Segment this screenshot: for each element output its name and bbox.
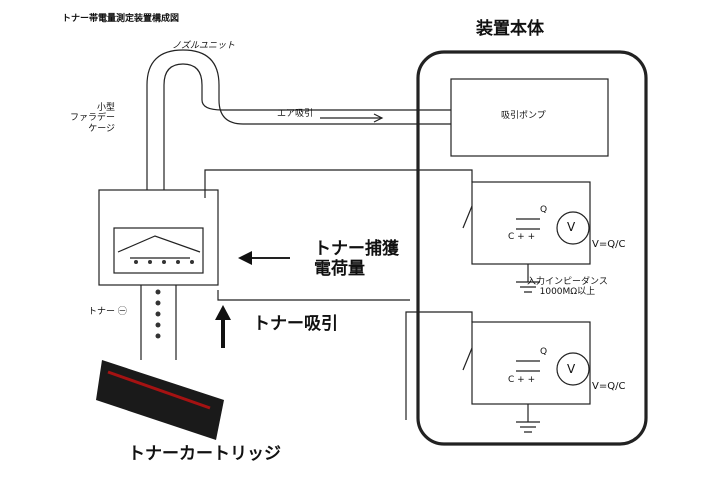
suction-arrowhead — [215, 305, 231, 320]
toner-cartridge — [96, 360, 224, 440]
captured-charge-label: トナー捕獲 電荷量 — [314, 239, 399, 279]
faraday-inner — [113, 227, 204, 274]
charge-q-label-2: Q — [540, 347, 548, 357]
signal-line-ground — [217, 290, 410, 301]
charge-q-label-1: Q — [540, 205, 548, 215]
air-arrowhead — [373, 113, 384, 123]
pump-box — [450, 78, 609, 157]
nozzle-unit-label: ノズルユニット — [172, 41, 236, 51]
air-suction-label: エア吸引 — [277, 109, 314, 119]
voltmeter-symbol-2: V — [567, 362, 576, 376]
device-body-frame — [416, 50, 648, 446]
capacitor-label-1: C + + — [508, 232, 536, 242]
signal-line-2 — [405, 311, 473, 420]
formula-label-2: V=Q/C — [592, 381, 626, 392]
diagram-title: トナー帯電量測定装置構成図 — [62, 14, 180, 24]
switch-2 — [462, 347, 473, 371]
signal-line-1 — [204, 169, 473, 198]
ground-2 — [516, 404, 540, 433]
voltmeter-2-circle — [556, 352, 590, 386]
capture-arrowhead — [238, 251, 252, 265]
toner-particles — [134, 260, 194, 339]
ground-1 — [516, 264, 540, 293]
voltmeter-symbol-1: V — [567, 220, 576, 234]
switch-1 — [462, 205, 473, 229]
nozzle-tube-outer — [146, 49, 451, 190]
toner-minus-label: トナー ㊀ — [88, 307, 127, 317]
cartridge-label: トナーカートリッジ — [128, 444, 281, 464]
funnel — [117, 235, 201, 253]
toner-suction-label: トナー吸引 — [253, 314, 338, 334]
pump-label: 吸引ポンプ — [501, 111, 546, 121]
formula-label-1: V=Q/C — [592, 239, 626, 250]
voltmeter-1-circle — [556, 211, 590, 245]
nozzle-tube-inner — [163, 63, 451, 190]
faraday-housing — [98, 189, 219, 286]
capacitor-label-2: C + + — [508, 375, 536, 385]
circuit-1 — [471, 181, 591, 265]
circuit-2 — [471, 321, 591, 405]
faraday-cage-label: 小型 ファラデー ケージ — [70, 103, 116, 134]
impedance-label: 入力インピーダンス 1000MΩ以上 — [527, 277, 608, 298]
device-body-label: 装置本体 — [476, 19, 544, 39]
